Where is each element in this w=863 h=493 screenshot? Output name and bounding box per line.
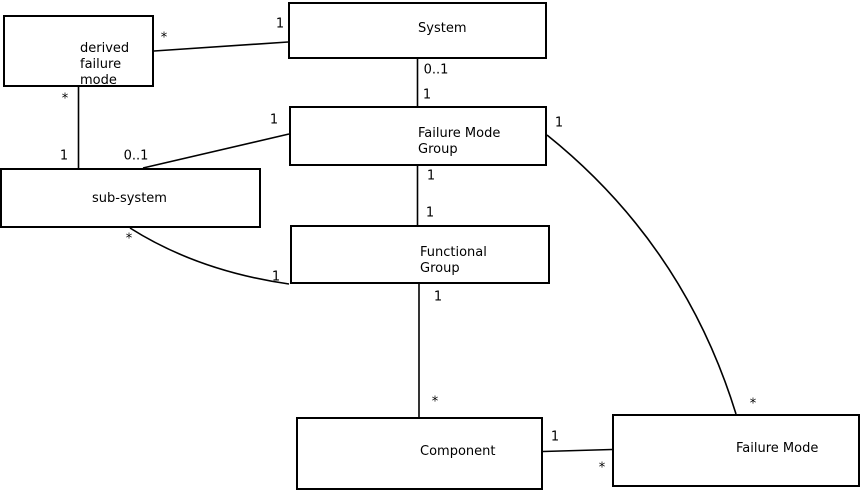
node-label-line: Group	[420, 261, 460, 276]
node-label-line: System	[418, 21, 467, 36]
node-system: System	[288, 2, 547, 59]
node-label-line: mode	[80, 73, 117, 88]
node-derived-failure-mode: derived failure mode	[3, 15, 154, 88]
mult-system--fmg-source: 0..1	[423, 62, 449, 78]
mult-fg--component-target: *	[431, 394, 439, 410]
edge-system--derived-failure-mode	[153, 41, 289, 52]
mult-component--fm-source: 1	[550, 429, 560, 445]
edge-failure-mode-group--sub-system	[142, 133, 290, 169]
mult-fmg--fm-source: 1	[554, 115, 564, 131]
node-component: Component	[296, 417, 543, 490]
node-label-line: Component	[420, 444, 496, 459]
node-label-line: Functional	[420, 245, 487, 260]
mult-system--derived-source: 1	[275, 16, 285, 32]
mult-derived--subsystem-target: 1	[59, 148, 69, 164]
mult-derived--subsystem-source: *	[61, 91, 69, 107]
node-label-line: failure	[80, 57, 122, 72]
mult-fmg--fg-target: 1	[425, 205, 435, 221]
node-sub-system: sub-system	[0, 168, 261, 228]
node-failure-mode-group: Failure Mode Group	[289, 106, 547, 166]
node-label-line: Group	[418, 142, 458, 157]
mult-fmg--fg-source: 1	[426, 168, 436, 184]
node-label-line: Failure Mode	[736, 441, 819, 456]
mult-component--fm-target: *	[598, 460, 606, 476]
mult-fg--component-source: 1	[433, 289, 443, 305]
mult-subsystem--fg-target: 1	[271, 269, 281, 285]
node-label-line: sub-system	[92, 191, 167, 206]
mult-system--fmg-target: 1	[422, 87, 432, 103]
mult-fmg--subsystem-target: 0..1	[123, 148, 149, 164]
mult-fmg--subsystem-source: 1	[269, 112, 279, 128]
edge-component--failure-mode	[542, 448, 613, 453]
mult-subsystem--fg-source: *	[125, 231, 133, 247]
edge-failure-mode-group--failure-mode	[546, 134, 737, 415]
node-label-line: derived	[80, 41, 130, 56]
mult-fmg--fm-target: *	[749, 396, 757, 412]
mult-system--derived-target: *	[160, 30, 168, 46]
node-failure-mode: Failure Mode	[612, 414, 860, 487]
edge-sub-system--functional-group	[129, 227, 290, 285]
node-label-line: Failure Mode	[418, 126, 501, 141]
node-functional-group: Functional Group	[290, 225, 550, 284]
